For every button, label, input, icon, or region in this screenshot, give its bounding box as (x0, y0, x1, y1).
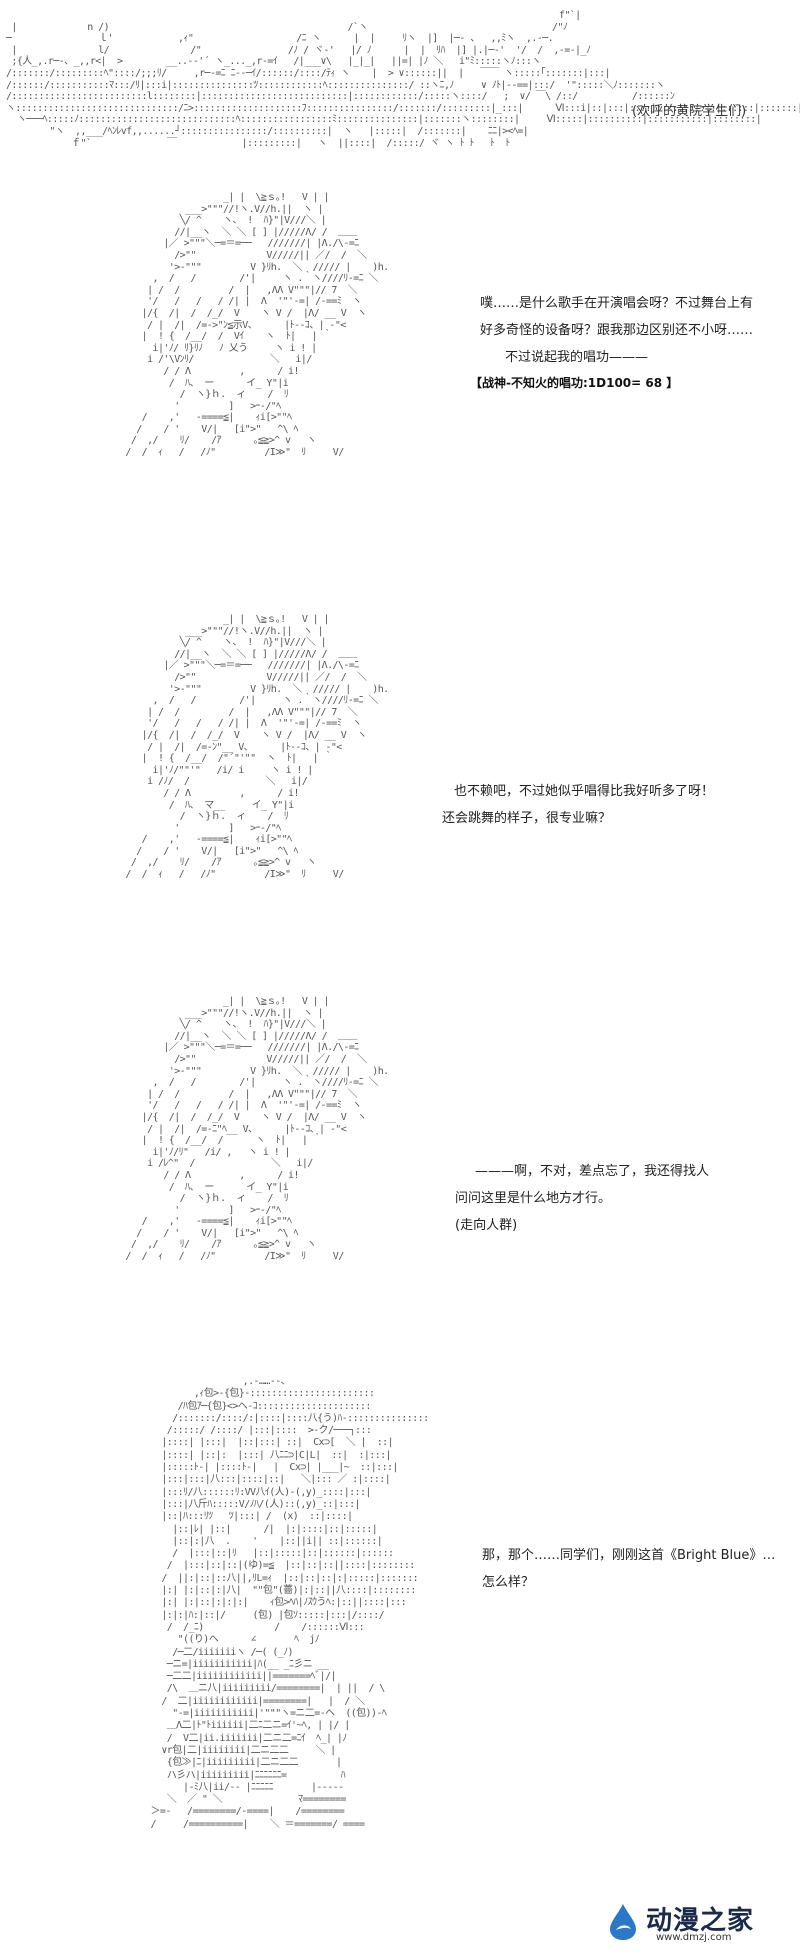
character-ascii-art-3: _| | \≧ｓ｡! V | | ___>"""//!ヽ.V//h.|| ヽ |… (125, 996, 389, 1263)
crowd-caption: (欢呼的黄院学生们) (632, 104, 747, 119)
dialogue-line: ———啊，不对，差点忘了，我还得找人 (475, 1164, 710, 1179)
dialogue-panel-4: ,.-……‐-、 ,ｨ包>-{包}-::::::::::::::::::::::… (0, 1376, 800, 1956)
character-ascii-art-4: ,.-……‐-、 ,ｨ包>-{包}-::::::::::::::::::::::… (150, 1376, 430, 1830)
watermark-logo: 动漫之家 www.dmzj.com (606, 1900, 786, 1946)
dialogue-line: 不过说起我的唱功——— (505, 350, 649, 365)
dialogue-line: 问问这里是什么地方才行。 (455, 1191, 612, 1206)
dialogue-panel-1: _| | \≧ｓ｡! V | | ___>"""//!ヽ.V//h.|| ヽ |… (0, 178, 800, 598)
watermark-url: www.dmzj.com (656, 1932, 732, 1943)
dialogue-line: 好多奇怪的设备呀？跟我那边区别还不小呀…… (480, 323, 754, 338)
dialogue-text-3: ———啊，不对，差点忘了，我还得找人 问问这里是什么地方才行。 (走向人群) (430, 1158, 709, 1239)
dialogue-text-1: 噗……是什么歌手在开演唱会呀？不过舞台上有 好多奇怪的设备呀？跟我那边区别还不小… (430, 290, 753, 371)
dialogue-panel-3: _| | \≧ｓ｡! V | | ___>"""//!ヽ.V//h.|| ヽ |… (0, 982, 800, 1372)
dialogue-line: 怎么样？ (482, 1575, 535, 1590)
dialogue-line: 那，那个……同学们，刚刚这首《Bright Blue》… (482, 1548, 776, 1563)
dialogue-text-4: 那，那个……同学们，刚刚这首《Bright Blue》… 怎么样？ (470, 1542, 775, 1596)
dice-roll-result: 【战神-不知火的唱功:1D100= 68 】 (470, 376, 679, 390)
dialogue-line: 也不赖吧，不过她似乎唱得比我好听多了呀！ (454, 784, 715, 799)
dialogue-line: 还会跳舞的样子，很专业嘛？ (442, 811, 612, 826)
dialogue-line: (走向人群) (455, 1218, 518, 1233)
character-ascii-art-1: _| | \≧ｓ｡! V | | ___>"""//!ヽ.V//h.|| ヽ |… (125, 192, 389, 459)
watermark-name: 动漫之家 (646, 1906, 755, 1936)
crowd-ascii-art: f"`| | n /) /`ヽ /"ﾉ ─ ｌ' ,ｨ" /ﾆ ヽ | | ﾘヽ… (6, 10, 800, 149)
dialogue-panel-2: _| | \≧ｓ｡! V | | ___>"""//!ヽ.V//h.|| ヽ |… (0, 600, 800, 980)
character-ascii-art-2: _| | \≧ｓ｡! V | | ___>"""//!ヽ.V//h.|| ヽ |… (125, 614, 389, 881)
crowd-panel: f"`| | n /) /`ヽ /"ﾉ ─ ｌ' ,ｨ" /ﾆ ヽ | | ﾘヽ… (0, 0, 800, 175)
dialogue-text-2: 也不赖吧，不过她似乎唱得比我好听多了呀！ 还会跳舞的样子，很专业嘛？ (430, 778, 714, 832)
ink-drop-icon (610, 1904, 636, 1940)
dialogue-line: 噗……是什么歌手在开演唱会呀？不过舞台上有 (480, 296, 754, 311)
